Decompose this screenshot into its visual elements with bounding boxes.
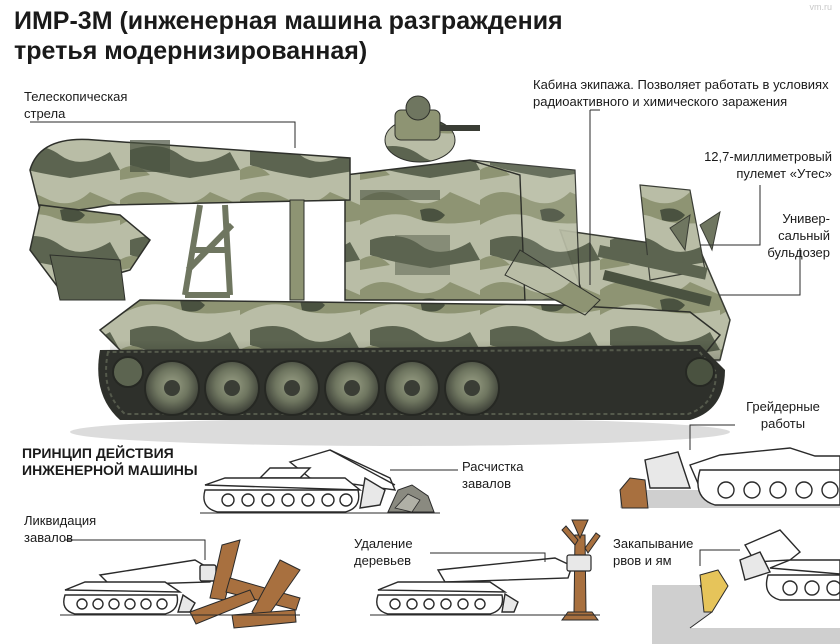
diagram-grader (620, 447, 840, 508)
grader-leader (689, 424, 735, 450)
callout-bulldozer: Универ- сальный бульдозер (767, 211, 830, 260)
principle-heading: ПРИНЦИП ДЕЙСТВИЯ ИНЖЕНЕРНОЙ МАШИНЫ (22, 445, 198, 478)
diagram-tree-removal (376, 557, 573, 615)
step-grader: Грейдерные работы (746, 399, 820, 431)
burying-leader (699, 549, 740, 566)
step-tree-removal: Удаление деревьев (354, 536, 413, 568)
tree-trunk (561, 519, 601, 621)
step-liquidation: Ликвидация завалов (24, 513, 97, 545)
watermark: vm.ru (809, 2, 833, 12)
diagram-clearing (203, 449, 397, 513)
road-wheels (112, 356, 715, 416)
step-burying: Закапывание рвов и ям (613, 536, 694, 568)
liquidation-leader (65, 539, 206, 560)
callout-crew-cabin: Кабина экипажа. Позволяет работать в усл… (533, 77, 829, 109)
crew-cabin (344, 159, 581, 301)
rubble-pile (387, 484, 435, 513)
callout-telescopic-boom: Телескопическая стрела (24, 89, 128, 121)
ground-shadow (70, 418, 730, 446)
diagram-burying (739, 529, 840, 601)
diagram-liquidation (63, 559, 217, 615)
manipulator-arm (504, 249, 601, 316)
fallen-logs (189, 539, 301, 629)
step-clearing: Расчистка завалов (462, 459, 524, 491)
callout-leaders (30, 109, 801, 296)
soil-fill (699, 569, 729, 613)
page-title: ИМР-3М (инженерная машина разграждения т… (14, 7, 563, 65)
trees-leader (430, 552, 546, 562)
callout-machine-gun: 12,7-миллиметровый пулемет «Утес» (704, 149, 832, 181)
trench-ground (652, 585, 840, 644)
machine-gun (384, 95, 480, 163)
telescopic-boom (29, 138, 351, 301)
tree-stump (619, 477, 649, 509)
